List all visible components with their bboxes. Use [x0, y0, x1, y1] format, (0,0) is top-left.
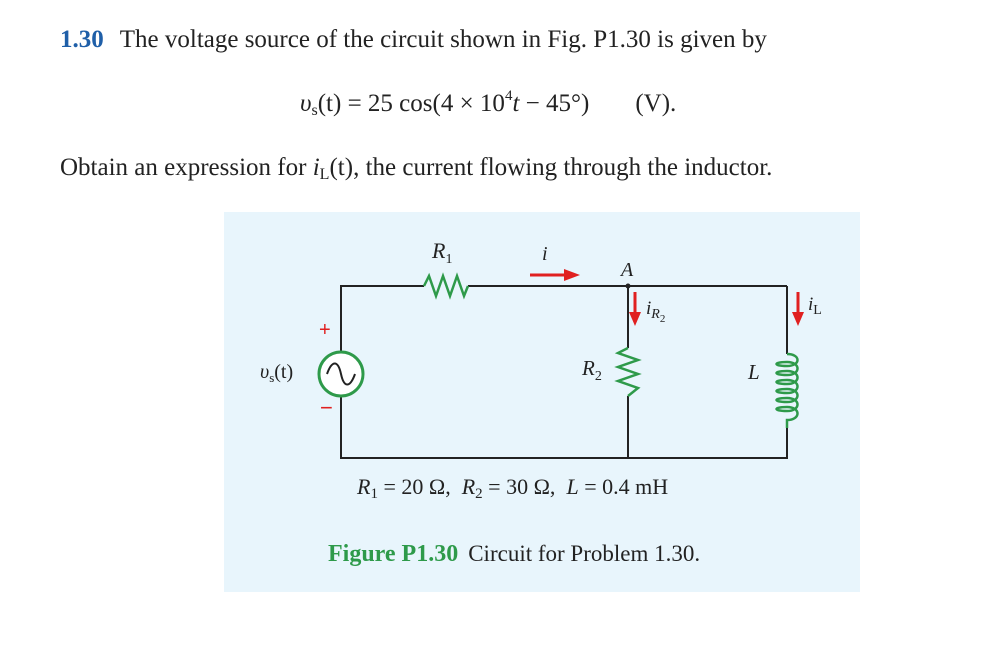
label-plus: +	[319, 319, 331, 341]
eq-lhs-sub: s	[311, 102, 318, 119]
label-node-a: A	[619, 259, 634, 281]
eq-lhs-var: υ	[300, 90, 312, 117]
wire-right-bottom	[340, 396, 788, 459]
param-r1-value: = 20 Ω,	[377, 474, 451, 499]
problem-number: 1.30	[60, 26, 104, 53]
param-r1: R	[357, 474, 371, 499]
eq-rhs-var: t	[512, 90, 520, 117]
inductor-l	[775, 352, 799, 428]
question-sub: L	[319, 166, 330, 183]
question-arg: (t)	[329, 154, 354, 181]
label-minus: −	[320, 395, 333, 420]
eq-rhs-prefix: = 25 cos(4 × 10	[341, 90, 505, 117]
eq-rhs-suffix: − 45°)	[519, 90, 590, 117]
param-r2-sub: 2	[475, 486, 483, 502]
eq-lhs-arg: (t)	[317, 90, 342, 117]
label-il: iL	[808, 294, 822, 318]
arrow-ir2	[629, 292, 641, 326]
param-r1-sub: 1	[370, 486, 378, 502]
caption-text: Circuit for Problem 1.30.	[468, 541, 701, 566]
resistor-r1	[422, 272, 470, 300]
problem-statement: 1.30 The voltage source of the circuit sh…	[60, 26, 767, 54]
figure-panel: R1 i A iR2 R2 L iL υs(t) + − R1 = 20 Ω, …	[224, 212, 860, 592]
label-i: i	[542, 243, 548, 265]
component-values: R1 = 20 Ω, R2 = 30 Ω, L = 0.4 mH	[357, 474, 668, 503]
label-l: L	[747, 360, 760, 384]
param-l-value: = 0.4 mH	[578, 474, 669, 499]
circuit-wires	[340, 285, 788, 459]
question-prefix: Obtain an expression for	[60, 154, 313, 181]
resistor-r2	[614, 346, 642, 397]
param-r2: R	[461, 474, 476, 499]
question-var: i	[312, 154, 320, 181]
caption-label: Figure P1.30	[328, 541, 459, 567]
param-r2-value: = 30 Ω,	[482, 474, 556, 499]
question-suffix: , the current flowing through the induct…	[353, 154, 773, 181]
param-l: L	[566, 474, 579, 499]
wire-left-top	[340, 285, 424, 352]
circuit-diagram: R1 i A iR2 R2 L iL υs(t) + −	[260, 238, 822, 459]
sine-wave-icon	[326, 362, 356, 386]
figure-caption: Figure P1.30 Circuit for Problem 1.30.	[328, 540, 700, 568]
eq-unit: (V).	[635, 90, 677, 117]
label-ir2: iR2	[646, 298, 665, 325]
source-equation: υs(t) = 25 cos(4 × 104t − 45°) (V).	[300, 88, 676, 120]
label-r2: R2	[581, 356, 602, 384]
node-a-dot	[625, 283, 631, 289]
arrow-i	[530, 269, 580, 281]
problem-text: The voltage source of the circuit shown …	[119, 26, 767, 53]
label-r1: R1	[431, 238, 452, 267]
label-vs: υs(t)	[260, 361, 293, 385]
eq-rhs-exp: 4	[504, 88, 513, 104]
arrow-il	[792, 292, 804, 326]
question-text: Obtain an expression for iL(t), the curr…	[60, 154, 772, 184]
